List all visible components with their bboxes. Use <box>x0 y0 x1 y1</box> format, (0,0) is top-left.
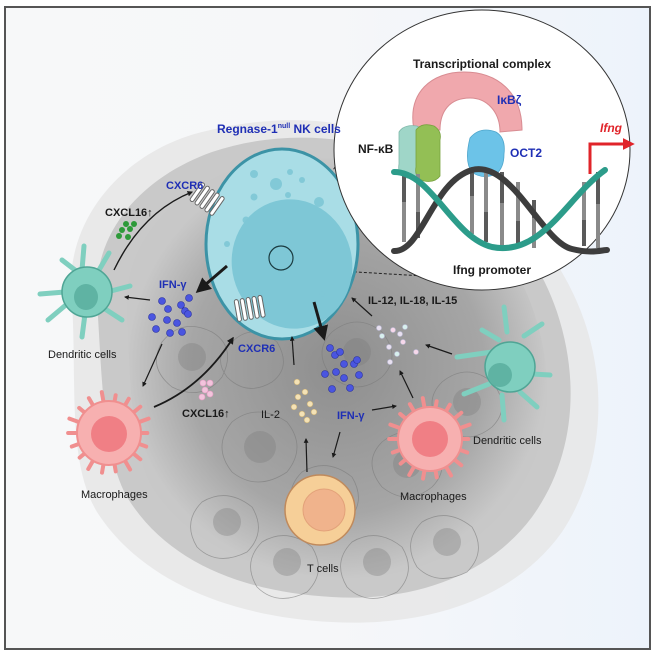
arrow-macrophage-to-cxcr6-bottom <box>153 336 234 408</box>
il2-label: IL-2 <box>261 409 280 421</box>
figure-frame: Transcriptional complex IκBζ NF-κB OCT2 … <box>4 6 651 650</box>
arrow-cxcl16-to-cxcr6-top <box>113 191 194 271</box>
arrow-ifng-to-dc-left <box>124 295 151 301</box>
nk-cells-title: Regnase-1null NK cells <box>217 122 341 136</box>
cxcl16-particles-green <box>116 221 137 240</box>
arrow-nk-to-ifng-right <box>312 301 329 341</box>
il-cytokines-label: IL-12, IL-18, IL-15 <box>368 295 457 307</box>
macrophage-right <box>387 396 472 481</box>
oct2-label: OCT2 <box>510 146 542 160</box>
dendritic-cell-left <box>37 243 133 340</box>
ifng-transcription-arrow <box>588 138 635 174</box>
ifng-label-right: IFN-γ <box>337 410 365 422</box>
cxcr6-receptor-bottom <box>233 294 266 322</box>
ifng-label-left: IFN-γ <box>159 279 187 291</box>
cxcl16-label-top: CXCL16↑ <box>105 207 153 219</box>
arrow-ifng-to-macrophage-right <box>371 404 397 411</box>
macrophage-left <box>66 390 151 475</box>
il2-particles <box>290 378 318 424</box>
dendritic-cells-label-right: Dendritic cells <box>473 435 542 447</box>
cxcr6-receptor-top <box>189 182 225 216</box>
arrow-ifng-to-macrophage-left <box>142 343 163 387</box>
ifn-gamma-particles-right <box>321 344 363 393</box>
t-cells-label: T cells <box>307 563 339 575</box>
cxcl16-label-bottom: CXCL16↑ <box>182 408 230 420</box>
macrophages-label-left: Macrophages <box>81 489 148 501</box>
nfkb-subunit-b <box>415 124 441 182</box>
macrophages-label-right: Macrophages <box>400 491 467 503</box>
ifng-gene-label: Ifng <box>600 121 623 135</box>
arrow-macrophage-right-to-il <box>399 370 414 399</box>
cxcr6-label-top: CXCR6 <box>166 180 203 192</box>
arrow-dc-right-to-il <box>425 343 453 355</box>
arrow-il2-to-nk <box>289 336 295 366</box>
ifn-gamma-particles-left <box>148 294 193 337</box>
nfkb-label: NF-κB <box>358 142 394 156</box>
arrow-nk-to-ifng-left <box>195 264 228 293</box>
inset-title: Transcriptional complex <box>413 57 551 71</box>
transcription-inset <box>333 9 635 291</box>
ikbz-protein <box>412 71 523 133</box>
arrow-il-to-nk <box>351 297 373 317</box>
arrow-tcell-to-il2 <box>303 438 309 473</box>
nucleus-zoom-circle <box>268 245 294 271</box>
il12-il18-il15-particles <box>376 324 419 365</box>
ikbz-label: IκBζ <box>497 93 522 107</box>
arrow-ifng-to-tcell <box>331 431 341 458</box>
cxcr6-label-bottom: CXCR6 <box>238 343 275 355</box>
arrows <box>113 191 453 473</box>
dendritic-cells-label-left: Dendritic cells <box>48 349 117 361</box>
promoter-label: Ifng promoter <box>453 263 531 277</box>
cxcl16-particles-pink <box>198 379 214 401</box>
graphical-abstract: Transcriptional complex IκBζ NF-κB OCT2 … <box>37 9 635 623</box>
dna-strand-dark <box>391 166 610 255</box>
dendritic-cell-right <box>454 304 553 423</box>
dna-strand-teal <box>391 167 608 252</box>
t-cell <box>284 474 356 546</box>
